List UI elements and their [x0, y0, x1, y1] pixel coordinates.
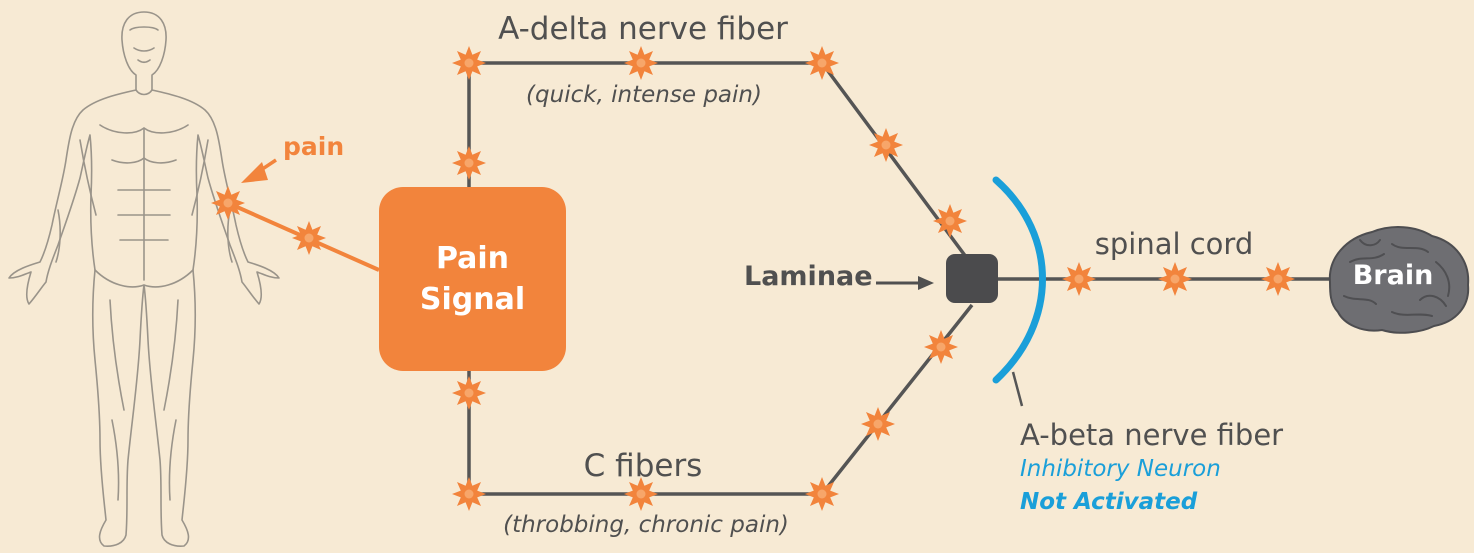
starburst-icon	[452, 46, 486, 80]
a-beta-leader-line	[1013, 372, 1022, 406]
starburst-icon	[292, 221, 326, 255]
c-fibers-description: (throbbing, chronic pain)	[503, 514, 789, 537]
starburst-icon	[1261, 262, 1295, 296]
pain-label: pain	[283, 134, 344, 159]
inhibitory-neuron-label: Inhibitory Neuron	[1020, 458, 1221, 481]
a-delta-fiber-label: A-delta nerve fiber	[498, 14, 788, 45]
starburst-icon	[805, 477, 839, 511]
starburst-icon	[211, 186, 245, 220]
c-fibers-label: C fibers	[584, 451, 703, 482]
starburst-icon	[805, 46, 839, 80]
starburst-icon	[861, 407, 895, 441]
starburst-icon	[452, 376, 486, 410]
starburst-icon	[933, 204, 967, 238]
starburst-icon	[869, 128, 903, 162]
not-activated-label: Not Activated	[1020, 491, 1197, 514]
laminae-node	[946, 254, 998, 303]
laminae-arrow-icon	[876, 276, 934, 290]
laminae-label: Laminae	[744, 263, 873, 290]
starburst-icon	[452, 146, 486, 180]
a-beta-fiber-label: A-beta nerve fiber	[1020, 421, 1283, 450]
starburst-icon	[1062, 262, 1096, 296]
pain-signal-line2: Signal	[420, 279, 525, 320]
human-body-icon	[9, 12, 279, 546]
a-delta-fiber-description: (quick, intense pain)	[526, 84, 762, 107]
starburst-icon	[924, 330, 958, 364]
spinal-cord-label: spinal cord	[1095, 230, 1254, 259]
starburst-icon	[624, 46, 658, 80]
pain-arrow-icon	[241, 160, 276, 183]
starburst-icon	[452, 477, 486, 511]
pain-signal-box: Pain Signal	[379, 187, 566, 371]
starburst-icon	[1158, 262, 1192, 296]
brain-label: Brain	[1353, 262, 1434, 289]
pain-signal-line1: Pain	[436, 238, 509, 279]
